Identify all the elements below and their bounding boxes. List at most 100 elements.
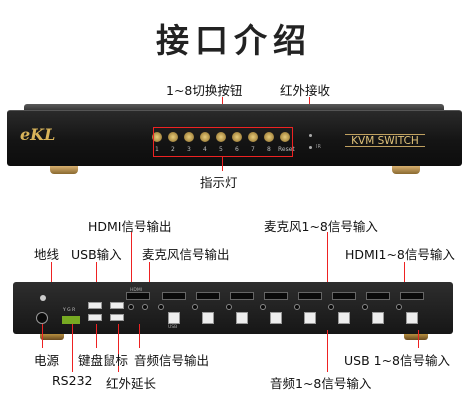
rs232-terminal[interactable] <box>62 316 80 324</box>
usb-port[interactable] <box>88 302 102 309</box>
port-group-1: USB <box>158 288 192 330</box>
hdmi-port[interactable] <box>230 292 254 300</box>
port-text: HDMI <box>130 288 143 293</box>
switch-button-8[interactable] <box>264 132 274 142</box>
leader-line <box>42 324 43 348</box>
hdmi-port[interactable] <box>298 292 322 300</box>
label-ground: 地线 <box>34 247 60 262</box>
switch-button-7[interactable] <box>248 132 258 142</box>
switch-button-6[interactable] <box>232 132 242 142</box>
mic-jack[interactable] <box>362 304 368 310</box>
button-number: 2 <box>171 146 175 153</box>
label-indicator: 指示灯 <box>200 175 238 190</box>
port-group-6 <box>328 288 362 330</box>
leader-line <box>96 324 97 348</box>
port-group-3 <box>226 288 260 330</box>
mic-jack[interactable] <box>260 304 266 310</box>
label-hdmi-out: HDMI信号输出 <box>88 219 172 234</box>
device-foot <box>40 334 64 340</box>
back-device <box>13 282 453 334</box>
label-mic-out: 麦克风信号输出 <box>142 247 230 262</box>
label-usb-in: USB输入 <box>71 247 122 262</box>
label-buttons: 1~8切换按钮 <box>166 83 243 98</box>
button-number: 6 <box>235 146 239 153</box>
mic-jack[interactable] <box>128 304 134 310</box>
leader-line <box>72 324 73 372</box>
switch-button-4[interactable] <box>200 132 210 142</box>
switch-button-5[interactable] <box>216 132 226 142</box>
usb-port[interactable] <box>110 302 124 309</box>
ir-text: IR <box>316 144 321 150</box>
mic-jack[interactable] <box>226 304 232 310</box>
usb-b-port[interactable] <box>406 312 418 324</box>
kvm-switch-label: KVM SWITCH <box>345 134 425 147</box>
label-rs232: RS232 <box>52 373 93 388</box>
hdmi-port[interactable] <box>264 292 288 300</box>
usb-b-port[interactable] <box>168 312 180 324</box>
leader-line <box>327 330 328 372</box>
audio-jack[interactable] <box>142 304 148 310</box>
reset-button[interactable] <box>280 132 290 142</box>
ground-screw <box>40 295 46 301</box>
label-audio-in: 音频1~8信号输入 <box>270 376 372 391</box>
port-group-7 <box>362 288 396 330</box>
brand-logo: eKL <box>20 125 56 144</box>
usb-port[interactable] <box>110 314 124 321</box>
label-power: 电源 <box>34 353 60 368</box>
port-group-8 <box>396 288 430 330</box>
port-group-2 <box>192 288 226 330</box>
front-device-top <box>24 104 444 112</box>
usb-b-port[interactable] <box>202 312 214 324</box>
usb-b-port[interactable] <box>236 312 248 324</box>
rs232-text: Y G R <box>63 308 76 313</box>
leader-line <box>404 262 405 288</box>
hdmi-port[interactable] <box>332 292 356 300</box>
mic-jack[interactable] <box>158 304 164 310</box>
usb-port[interactable] <box>88 314 102 321</box>
hdmi-port[interactable] <box>162 292 186 300</box>
mic-jack[interactable] <box>294 304 300 310</box>
label-ir-receive: 红外接收 <box>280 83 331 98</box>
port-group-console: HDMI <box>124 288 156 330</box>
leader-line <box>149 262 150 288</box>
button-number: 4 <box>203 146 207 153</box>
usb-b-port[interactable] <box>338 312 350 324</box>
power-jack[interactable] <box>36 312 48 324</box>
device-foot <box>404 334 428 340</box>
leader-line <box>131 232 132 287</box>
leader-line <box>51 262 52 292</box>
label-ir-ext: 红外延长 <box>106 376 157 391</box>
label-usb-1-8: USB 1~8信号输入 <box>344 353 451 368</box>
switch-button-1[interactable] <box>152 132 162 142</box>
port-group-5 <box>294 288 328 330</box>
hdmi-port[interactable] <box>366 292 390 300</box>
label-audio-out: 音频信号输出 <box>134 353 210 368</box>
hdmi-port[interactable] <box>126 292 150 300</box>
hdmi-port[interactable] <box>196 292 220 300</box>
reset-label: Reset <box>278 146 295 153</box>
mic-jack[interactable] <box>192 304 198 310</box>
button-number: 5 <box>219 146 223 153</box>
leader-line <box>118 324 119 372</box>
usb-b-port[interactable] <box>304 312 316 324</box>
mic-jack[interactable] <box>396 304 402 310</box>
switch-button-2[interactable] <box>168 132 178 142</box>
button-number: 7 <box>251 146 255 153</box>
usb-b-port[interactable] <box>372 312 384 324</box>
device-foot <box>50 166 78 174</box>
usb-b-port[interactable] <box>270 312 282 324</box>
buttons-highlight-box <box>153 127 293 157</box>
leader-line <box>418 330 419 348</box>
switch-button-3[interactable] <box>184 132 194 142</box>
button-number: 1 <box>155 146 159 153</box>
ir-receiver <box>309 146 312 149</box>
label-mic-in: 麦克风1~8信号输入 <box>264 219 378 234</box>
button-number: 8 <box>267 146 271 153</box>
leader-line <box>327 232 328 287</box>
ir-receiver <box>309 134 312 137</box>
label-kbd-mouse: 键盘鼠标 <box>78 353 129 368</box>
button-number: 3 <box>187 146 191 153</box>
switch-buttons: 1 2 3 4 5 6 7 8 Reset <box>150 132 300 154</box>
mic-jack[interactable] <box>328 304 334 310</box>
hdmi-port[interactable] <box>400 292 424 300</box>
